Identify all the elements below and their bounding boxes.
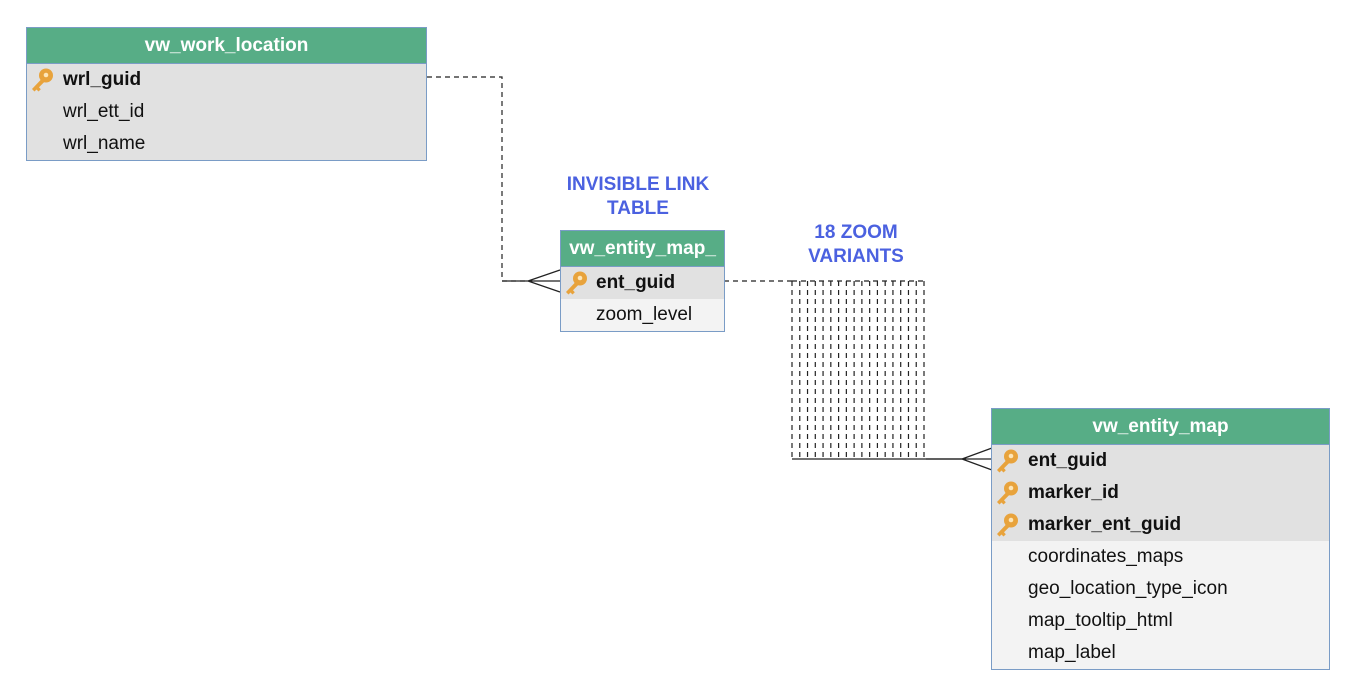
field-name: map_tooltip_html — [1028, 610, 1173, 631]
field-name: marker_ent_guid — [1028, 514, 1182, 535]
note-zoom-variants: 18 ZOOM VARIANTS — [786, 221, 926, 269]
relationship-line-work-location — [427, 76, 528, 282]
crow-foot-entity-map — [926, 447, 993, 471]
note-invisible-link-line2: TABLE — [607, 198, 669, 219]
field-row[interactable]: coordinates_maps — [992, 541, 1329, 573]
key-icon — [994, 512, 1020, 538]
field-list: wrl_guid wrl_ett_id wrl_name — [27, 64, 426, 160]
note-zoom-variants-line2: VARIANTS — [808, 246, 904, 267]
field-row[interactable]: ent_guid — [561, 267, 724, 299]
field-list: ent_guid zoom_level — [561, 267, 724, 331]
note-invisible-link-line1: INVISIBLE LINK — [566, 174, 710, 195]
table-header[interactable]: vw_entity_map — [992, 409, 1329, 445]
field-row[interactable]: map_label — [992, 637, 1329, 669]
field-row[interactable]: wrl_ett_id — [27, 96, 426, 128]
table-header[interactable]: vw_work_location — [27, 28, 426, 64]
field-row[interactable]: ent_guid — [992, 445, 1329, 477]
field-row[interactable]: geo_location_type_icon — [992, 573, 1329, 605]
field-row[interactable]: marker_id — [992, 477, 1329, 509]
field-row[interactable]: wrl_name — [27, 128, 426, 160]
field-name: ent_guid — [1028, 450, 1108, 471]
field-row[interactable]: wrl_guid — [27, 64, 426, 96]
field-row[interactable]: map_tooltip_html — [992, 605, 1329, 637]
field-row[interactable]: zoom_level — [561, 299, 724, 331]
table-vw-entity-map[interactable]: vw_entity_map ent_guid marker_id marker_en… — [991, 408, 1330, 670]
field-name: coordinates_maps — [1028, 546, 1184, 567]
table-header[interactable]: vw_entity_map_ — [561, 231, 724, 267]
field-name: wrl_name — [63, 133, 146, 154]
field-list: ent_guid marker_id marker_ent_guid coordina… — [992, 445, 1329, 669]
field-row[interactable]: marker_ent_guid — [992, 509, 1329, 541]
field-name: map_label — [1028, 642, 1116, 663]
note-invisible-link: INVISIBLE LINK TABLE — [548, 173, 728, 221]
key-icon — [563, 270, 589, 296]
note-zoom-variants-line1: 18 ZOOM — [814, 222, 898, 243]
field-name: wrl_guid — [63, 69, 142, 90]
field-name: marker_id — [1028, 482, 1119, 503]
field-name: ent_guid — [596, 272, 676, 293]
key-icon — [29, 67, 55, 93]
field-name: wrl_ett_id — [63, 101, 145, 122]
field-name: geo_location_type_icon — [1028, 578, 1228, 599]
key-icon — [994, 448, 1020, 474]
key-icon — [994, 480, 1020, 506]
crow-foot-link-table — [502, 269, 561, 293]
table-vw-entity-map-link[interactable]: vw_entity_map_ ent_guid zoom_level — [560, 230, 725, 332]
field-name: zoom_level — [596, 304, 693, 325]
table-vw-work-location[interactable]: vw_work_location wrl_guid wrl_ett_id wrl_n… — [26, 27, 427, 161]
zoom-variant-lines — [791, 280, 925, 459]
